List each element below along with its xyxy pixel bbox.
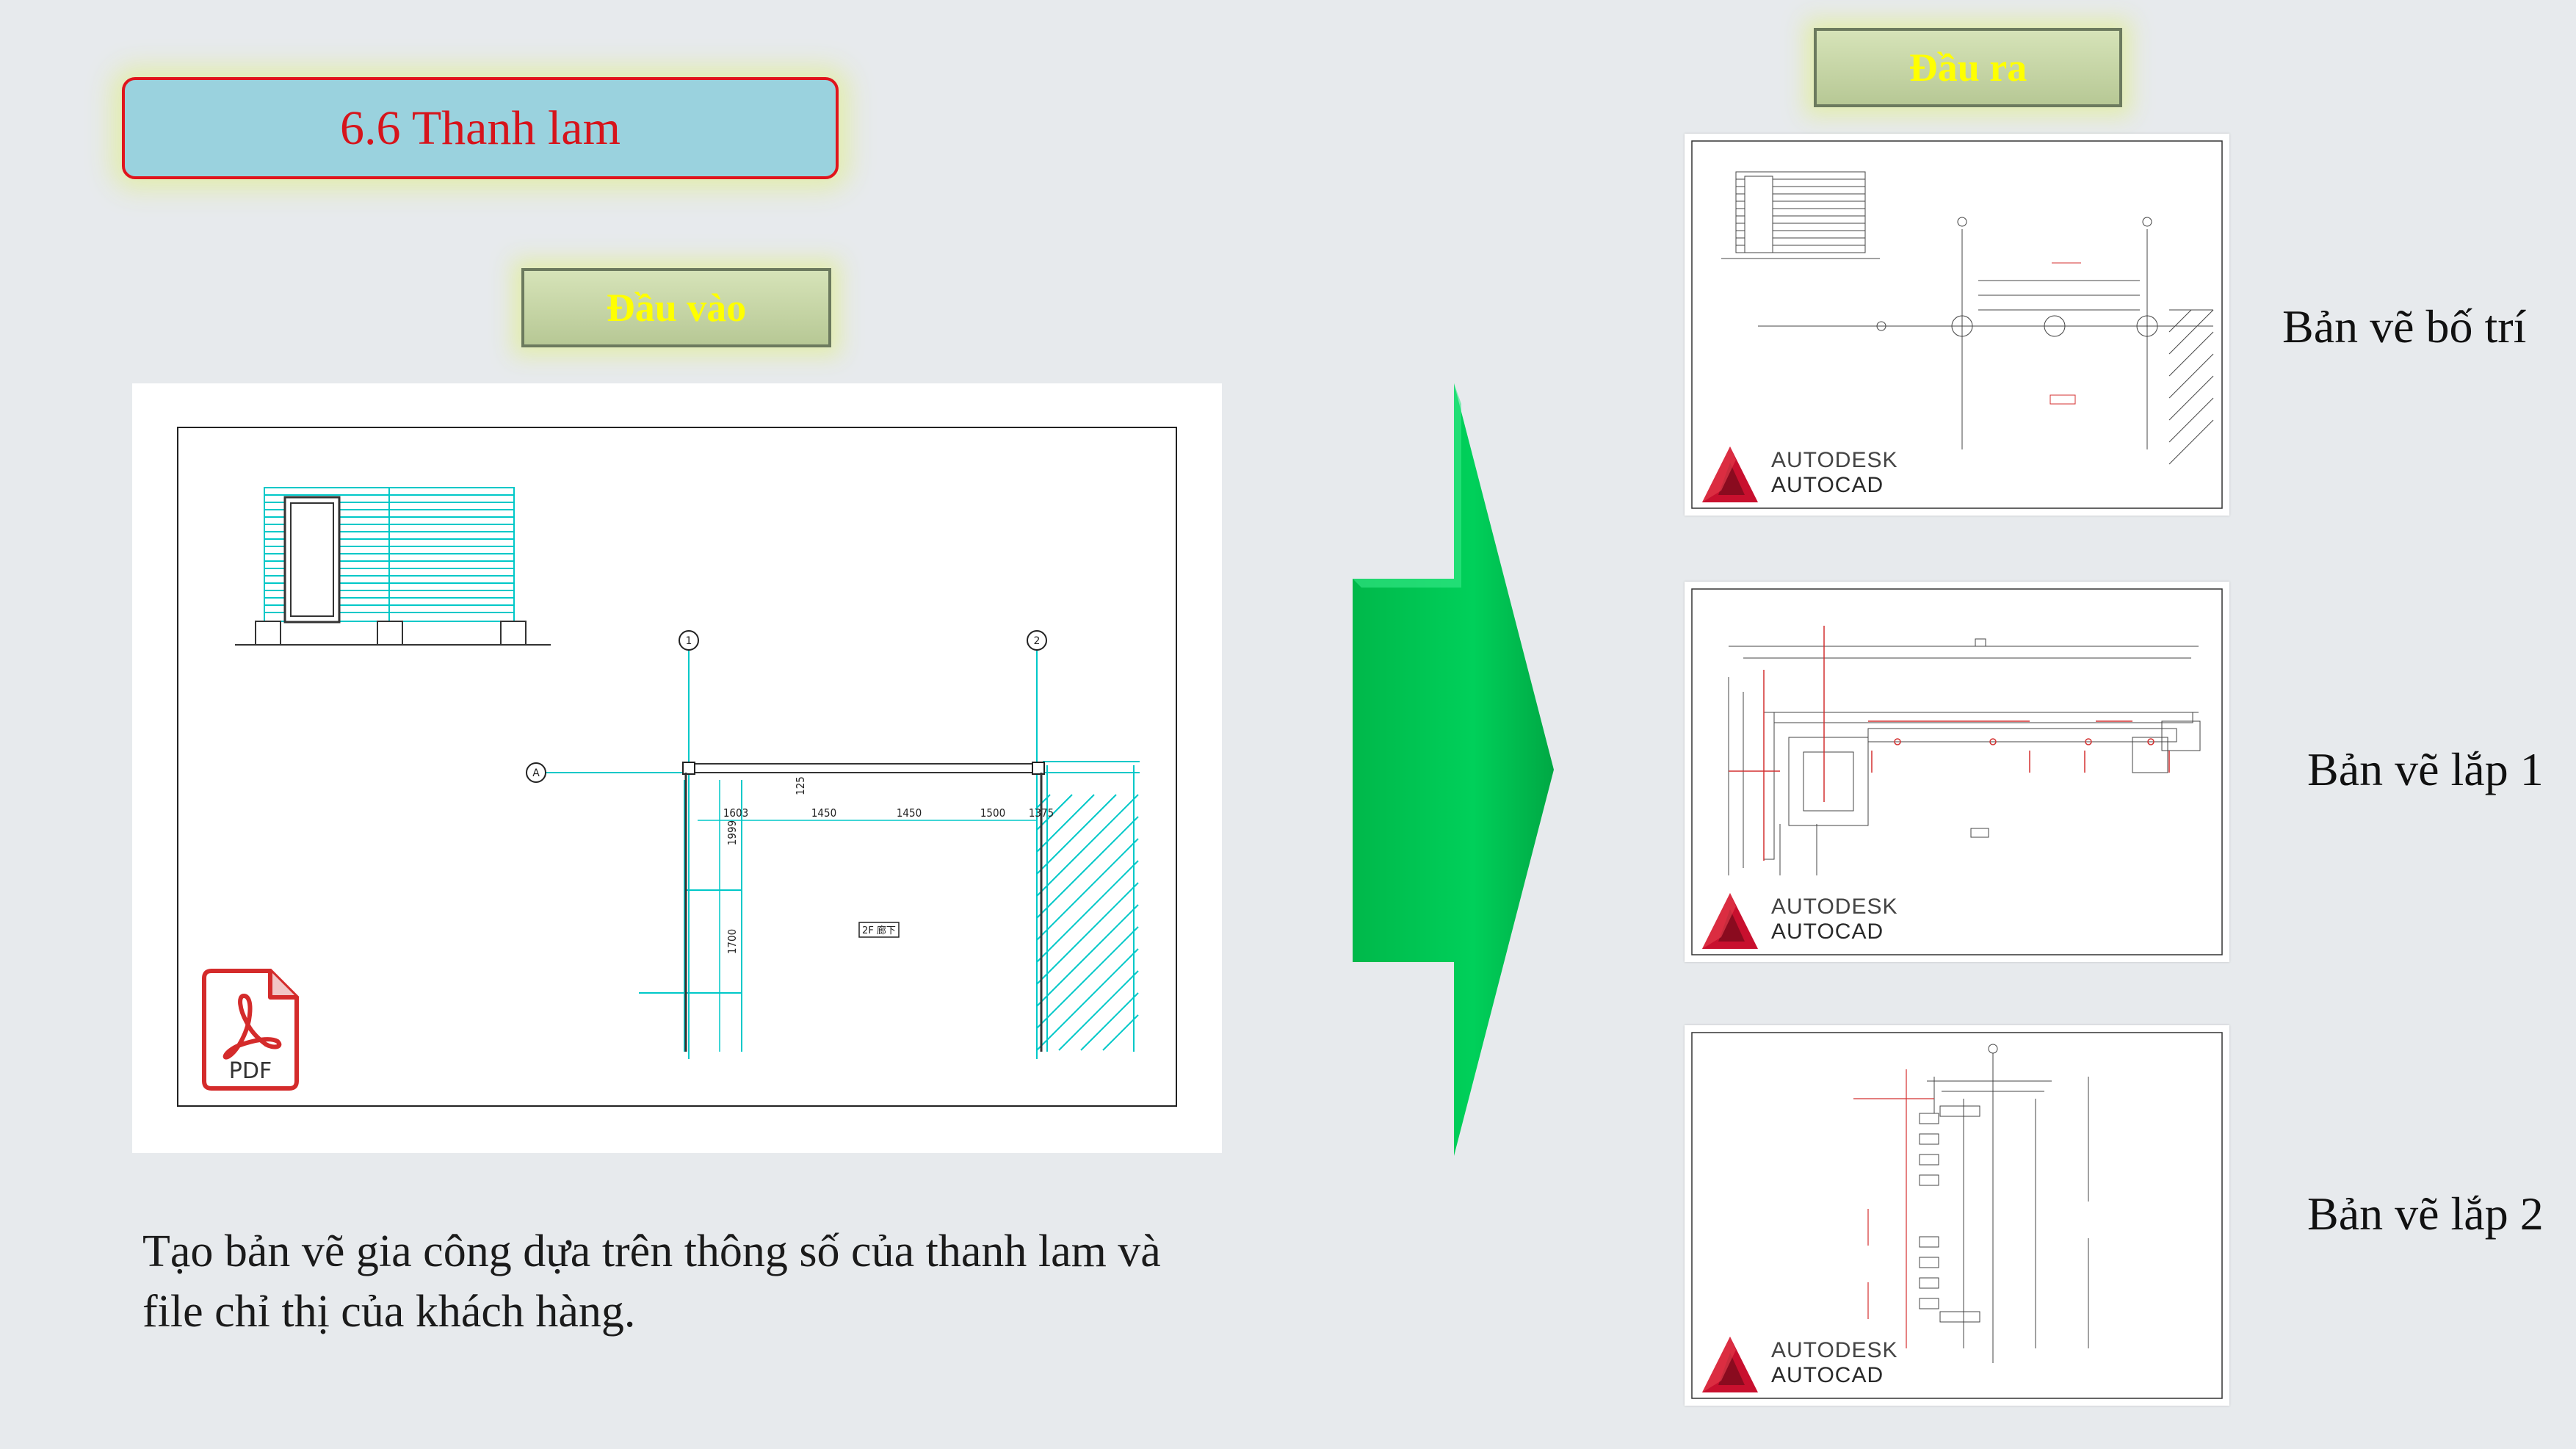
output-drawing-assembly-1: AUTODESK AUTOCAD — [1685, 582, 2229, 962]
output-label-assembly-1: Bản vẽ lắp 1 — [2307, 743, 2544, 795]
description-text: Tạo bản vẽ gia công dựa trên thông số củ… — [142, 1226, 1161, 1337]
output-label-assembly-2: Bản vẽ lắp 2 — [2307, 1188, 2544, 1240]
dimension-label: 1450 — [811, 806, 836, 820]
autodesk-text: AUTODESK — [1771, 448, 1898, 472]
input-drawing-panel: 1 2 A 1603 1450 1450 1500 1375 125 1999 … — [132, 383, 1222, 1153]
dimension-label: 1603 — [723, 806, 748, 820]
dimension-label: 1375 — [1029, 806, 1054, 820]
arrow-right-icon — [1353, 383, 1554, 1156]
grid-label-2: 2 — [1034, 635, 1041, 647]
output-drawing-layout: AUTODESK AUTOCAD — [1685, 134, 2229, 516]
assembly-drawing-1 — [1691, 588, 2223, 955]
autocad-text: AUTOCAD — [1771, 919, 1884, 944]
pdf-icon-label: PDF — [229, 1058, 272, 1084]
grid-label-a: A — [532, 767, 540, 779]
room-label: 2F 廊下 — [862, 925, 896, 936]
autocad-text: AUTOCAD — [1771, 1363, 1884, 1387]
dimension-label: 1999 — [726, 820, 739, 845]
input-floor-plan-drawing: 1 2 A 1603 1450 1450 1500 1375 125 1999 … — [177, 427, 1177, 1107]
grid-bubbles — [526, 630, 1047, 783]
dimension-label: 1700 — [726, 929, 739, 954]
autodesk-text: AUTODESK — [1771, 895, 1898, 919]
layout-drawing — [1691, 140, 2223, 509]
dimension-label: 125 — [794, 776, 807, 795]
autocad-icon — [1702, 1337, 1758, 1392]
autodesk-text: AUTODESK — [1771, 1338, 1898, 1362]
page-title: 6.6 Thanh lam — [122, 77, 839, 179]
autocad-text: AUTOCAD — [1771, 473, 1884, 497]
autocad-icon — [1702, 893, 1758, 949]
pdf-file-icon: PDF — [200, 968, 301, 1091]
output-label-layout: Bản vẽ bố trí — [2282, 300, 2527, 353]
autocad-logo: AUTODESK AUTOCAD — [1699, 444, 1897, 505]
dimension-label: 1500 — [980, 806, 1005, 820]
autocad-icon — [1702, 447, 1758, 502]
assembly-drawing-2 — [1691, 1032, 2223, 1399]
dimension-label: 1450 — [897, 806, 922, 820]
autocad-logo: AUTODESK AUTOCAD — [1699, 890, 1897, 952]
output-label: Đầu ra — [1814, 28, 2122, 107]
input-label: Đầu vào — [521, 268, 831, 347]
grid-label-1: 1 — [686, 635, 692, 647]
autocad-logo: AUTODESK AUTOCAD — [1699, 1334, 1897, 1395]
output-drawing-assembly-2: AUTODESK AUTOCAD — [1685, 1025, 2229, 1406]
